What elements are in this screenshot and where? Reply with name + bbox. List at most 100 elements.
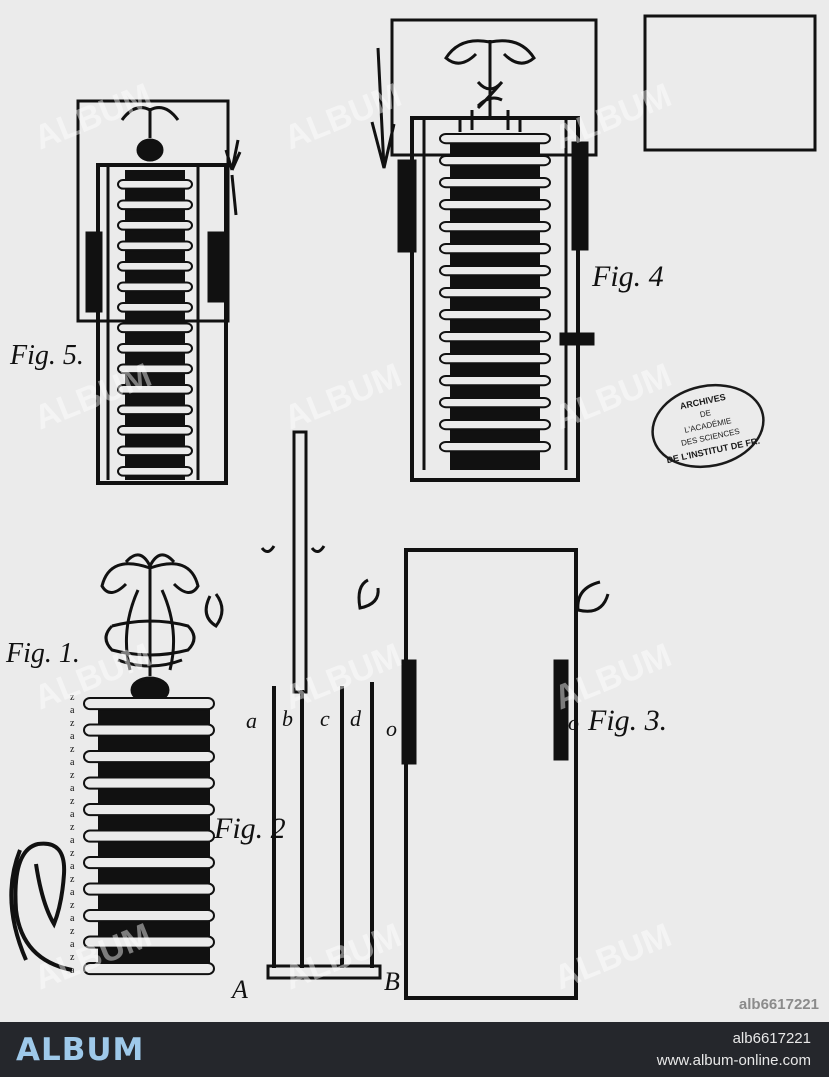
metal-disc	[83, 829, 215, 843]
metal-disc	[117, 281, 193, 293]
letter-c: c	[320, 706, 330, 731]
fig5-ornament	[120, 106, 242, 216]
metal-disc	[117, 363, 193, 375]
stack-letter: z	[70, 744, 75, 755]
fig4-label: Fig. 4	[591, 260, 664, 293]
stack-letter: z	[70, 822, 75, 833]
stack-letter: z	[70, 952, 75, 963]
metal-disc	[439, 133, 551, 145]
metal-disc	[117, 425, 193, 436]
stack-letter: z	[70, 692, 75, 703]
metal-disc	[439, 243, 551, 255]
metal-disc	[439, 353, 551, 365]
metal-disc	[117, 445, 193, 457]
stack-letter: a	[70, 861, 75, 872]
footer-url-link[interactable]: www.album-online.com	[656, 1052, 811, 1069]
metal-disc	[117, 466, 193, 477]
fig1-ornament	[100, 553, 224, 704]
letter-o-left: o	[386, 716, 397, 741]
stack-letter: z	[70, 796, 75, 807]
metal-disc	[83, 750, 215, 764]
stack-letter: z	[70, 848, 75, 859]
footer-image-id: alb6617221	[732, 1030, 811, 1047]
letter-A: A	[230, 975, 248, 1004]
metal-disc	[117, 240, 193, 252]
stamp-line-1: ARCHIVES	[679, 392, 727, 411]
metal-disc	[439, 199, 551, 211]
fig5-disc-stack	[117, 179, 193, 477]
metal-disc	[83, 723, 215, 737]
stack-letter: a	[70, 939, 75, 950]
letter-B: B	[384, 967, 400, 996]
fig1-connecting-wire	[9, 841, 73, 972]
fig1-disc-stack	[83, 697, 215, 976]
metal-disc	[117, 343, 193, 354]
metal-disc	[117, 404, 193, 416]
fig5-label: Fig. 5.	[9, 340, 84, 371]
metal-disc	[439, 287, 551, 299]
metal-disc	[83, 909, 215, 923]
watermark: ALBUM	[29, 76, 157, 157]
metal-disc	[117, 179, 193, 190]
footer-bar: ALBUM alb6617221 www.album-online.com	[0, 1022, 829, 1077]
letter-d: d	[350, 706, 362, 731]
metal-disc	[117, 322, 193, 334]
stack-letter: a	[70, 731, 75, 742]
stack-letter: z	[70, 900, 75, 911]
stack-letter: a	[70, 835, 75, 846]
fig4-disc-stack	[439, 133, 551, 453]
letter-o-right: o	[568, 710, 579, 735]
metal-disc	[439, 441, 551, 453]
metal-disc	[83, 935, 215, 949]
stack-letter: z	[70, 874, 75, 885]
album-logo[interactable]: ALBUM	[16, 1032, 145, 1068]
metal-disc	[439, 331, 551, 343]
stack-letter: a	[70, 783, 75, 794]
stack-letter: a	[70, 965, 75, 976]
metal-disc	[83, 882, 215, 896]
stack-letter: a	[70, 809, 75, 820]
metal-disc	[117, 302, 193, 313]
fig2-label: Fig. 2	[213, 812, 286, 845]
metal-disc	[83, 697, 215, 711]
watermark: ALBUM	[549, 916, 677, 997]
empty-vessel-top-right	[643, 14, 817, 152]
stamp-line-2: DE	[699, 408, 712, 419]
metal-disc	[439, 177, 551, 189]
fig4-jar	[370, 18, 598, 482]
metal-disc	[83, 803, 215, 817]
stack-letter: a	[70, 757, 75, 768]
stack-letter: z	[70, 770, 75, 781]
fig3-vessel	[357, 548, 610, 1000]
fig3-label: Fig. 3.	[587, 704, 667, 737]
metal-disc	[439, 221, 551, 233]
metal-disc	[117, 199, 193, 211]
metal-disc	[439, 397, 551, 409]
stack-letter: a	[70, 705, 75, 716]
watermark: ALBUM	[549, 76, 677, 157]
stack-letter: z	[70, 718, 75, 729]
stack-letter: z	[70, 926, 75, 937]
stack-letter: a	[70, 913, 75, 924]
metal-disc	[439, 155, 551, 167]
metal-disc	[83, 776, 215, 790]
metal-disc	[83, 962, 215, 976]
metal-disc	[439, 419, 551, 431]
fig2-apparatus	[260, 430, 382, 980]
metal-disc	[117, 261, 193, 272]
watermark: ALBUM	[279, 76, 407, 157]
metal-disc	[117, 220, 193, 231]
fig1-label: Fig. 1.	[5, 638, 80, 669]
metal-disc	[83, 856, 215, 870]
metal-disc	[117, 384, 193, 395]
stack-letter: a	[70, 887, 75, 898]
watermark: ALBUM	[29, 916, 157, 997]
metal-disc	[439, 375, 551, 387]
letter-b: b	[282, 706, 293, 731]
metal-disc	[439, 309, 551, 321]
metal-disc	[439, 265, 551, 277]
fig4-ornament	[444, 39, 536, 132]
